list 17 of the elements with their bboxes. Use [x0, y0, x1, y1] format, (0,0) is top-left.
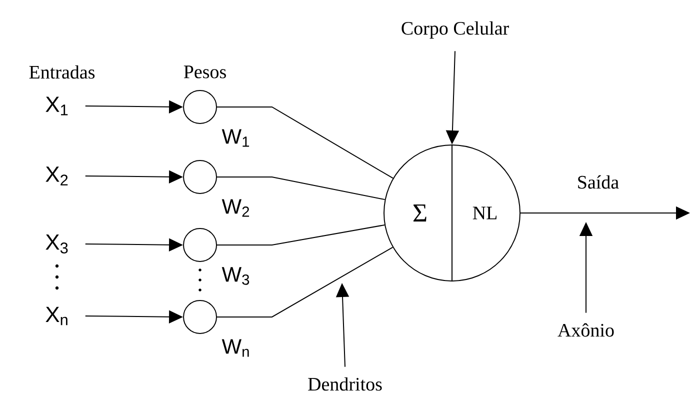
weight-label: W$_{n}$ [222, 339, 249, 357]
weight-label: W$_{1}$ [222, 129, 250, 147]
input-label: X$_{3}$ [46, 234, 68, 254]
part-label: Dendritos [308, 377, 382, 391]
heading-label: Entradas [29, 65, 95, 79]
input-label: X$_{2}$ [46, 166, 68, 186]
connector [216, 224, 386, 246]
weight-label: W$_{2}$ [222, 199, 250, 217]
part-label: Axônio [558, 323, 614, 337]
input-label: X$_{1}$ [46, 96, 68, 116]
connector [216, 246, 394, 318]
edge-label: Saída [578, 175, 619, 189]
weight-label: W$_{3}$ [222, 267, 250, 285]
part-label: Corpo Celular [402, 21, 509, 39]
input-label: X$_{n}$ [46, 306, 68, 326]
connector [216, 106, 394, 179]
connector [216, 176, 386, 200]
